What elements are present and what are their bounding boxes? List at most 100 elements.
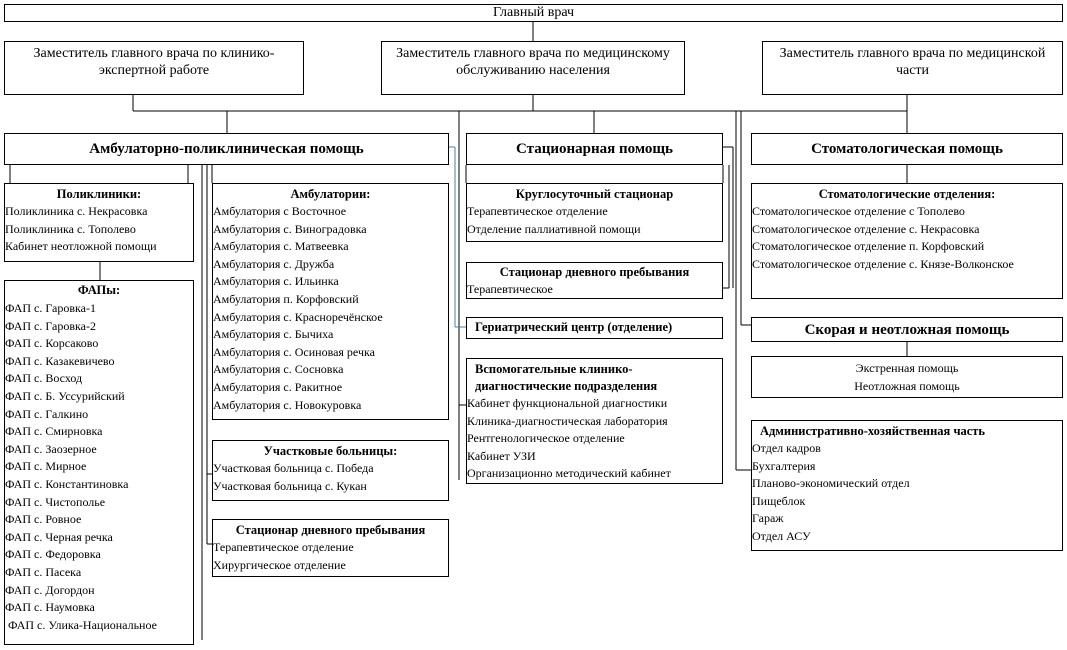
dental-depts-list: Стоматологическое отделение с Тополево С… xyxy=(752,203,1062,273)
deputy-box-service: Заместитель главного врача по медицинско… xyxy=(381,41,685,95)
list-item: ФАП с. Константиновка xyxy=(5,476,129,491)
section-ambulatory-title: Амбулаторно-поликлиническая помощь xyxy=(89,141,364,157)
list-item: Гараж xyxy=(752,511,784,526)
faps-list: ФАП с. Гаровка-1 ФАП с. Гаровка-2 ФАП с.… xyxy=(5,299,193,634)
list-item: Стоматологическое отделение с. Князе-Вол… xyxy=(752,256,1014,271)
section-hospital: Стационарная помощь xyxy=(466,133,723,165)
admin-box: Административно-хозяйственная часть Отде… xyxy=(751,420,1063,551)
list-item: Кабинет неотложной помощи xyxy=(5,239,157,254)
list-item: Поликлиника с. Некрасовка xyxy=(5,204,148,218)
list-item: Участковая больница с. Победа xyxy=(213,461,374,475)
day-stay-ambulatory-list: Терапевтическое отделение Хирургическое … xyxy=(213,539,448,574)
chief-box: Главный врач xyxy=(4,4,1063,22)
list-item: ФАП с. Гаровка-2 xyxy=(5,318,96,333)
faps-box: ФАПы: ФАП с. Гаровка-1 ФАП с. Гаровка-2 … xyxy=(4,280,194,645)
list-item: ФАП с. Галкино xyxy=(5,406,89,421)
day-stay-ambulatory-box: Стационар дневного пребывания Терапевтич… xyxy=(212,519,449,577)
list-item: Амбулатория с. Ракитное xyxy=(213,379,343,394)
list-item: Амбулатория с. Дружба xyxy=(213,256,335,271)
list-item: Амбулатория с. Красноречёнское xyxy=(213,309,383,324)
list-item: ФАП с. Б. Уссурийский xyxy=(5,388,125,403)
list-item: Экстренная помощь xyxy=(855,361,959,375)
chief-title: Главный врач xyxy=(492,5,575,20)
day-stay-hospital-box: Стационар дневного пребывания Терапевтич… xyxy=(466,262,723,299)
ambulatories-list: Амбулатория с Восточное Амбулатория с. В… xyxy=(213,203,448,414)
day-stay-ambulatory-title: Стационар дневного пребывания xyxy=(235,523,426,537)
list-item: Амбулатория п. Корфовский xyxy=(213,291,359,306)
section-hospital-title: Стационарная помощь xyxy=(516,141,673,157)
deputy-clinical-title: Заместитель главного врача по клинико-эк… xyxy=(33,46,275,78)
list-item: Отдел кадров xyxy=(752,441,821,455)
list-item: ФАП с. Восход xyxy=(5,371,83,386)
day-stay-hospital-title: Стационар дневного пребывания xyxy=(499,265,690,279)
list-item: Пищеблок xyxy=(752,493,806,508)
list-item: ФАП с. Пасека xyxy=(5,564,82,579)
list-item: ФАП с. Ровное xyxy=(5,512,82,527)
list-item: Амбулатория с. Виноградовка xyxy=(213,221,367,236)
round-clock-title: Круглосуточный стационар xyxy=(515,187,674,201)
deputy-service-title: Заместитель главного врача по медицинско… xyxy=(396,46,670,78)
faps-title: ФАПы: xyxy=(77,283,121,297)
list-item: ФАП с. Заозерное xyxy=(5,441,97,456)
list-item: ФАП с. Улика-Национальное xyxy=(8,617,157,632)
list-item: Рентгенологическое отделение xyxy=(467,431,625,446)
list-item: Бухгалтерия xyxy=(752,458,816,473)
deputy-medical-title: Заместитель главного врача по медицинско… xyxy=(779,46,1046,78)
list-item: Амбулатория с. Матвеевка xyxy=(213,239,349,254)
list-item: Терапевтическое отделение xyxy=(213,540,354,554)
section-dental: Стоматологическая помощь xyxy=(751,133,1063,165)
list-item: Клиника-диагностическая лаборатория xyxy=(467,413,668,428)
list-item: ФАП с. Мирное xyxy=(5,459,87,474)
polyclinics-box: Поликлиники: Поликлиника с. Некрасовка П… xyxy=(4,183,194,262)
list-item: Стоматологическое отделение п. Корфовски… xyxy=(752,239,985,254)
list-item: ФАП с. Корсаково xyxy=(5,336,99,351)
deputy-box-medical: Заместитель главного врача по медицинско… xyxy=(762,41,1063,95)
list-item: ФАП с. Чистополье xyxy=(5,494,106,509)
list-item: Хирургическое отделение xyxy=(213,557,346,572)
list-item: Кабинет УЗИ xyxy=(467,448,536,463)
round-clock-list: Терапевтическое отделение Отделение палл… xyxy=(467,203,722,238)
polyclinics-title: Поликлиники: xyxy=(56,187,142,201)
list-item: ФАП с. Смирновка xyxy=(5,424,103,439)
district-hospitals-title: Участковые больницы: xyxy=(263,444,398,458)
ambulatories-title: Амбулатории: xyxy=(290,187,371,201)
list-item: ФАП с. Черная речка xyxy=(5,529,113,544)
list-item: Амбулатория с. Осиновая речка xyxy=(213,344,375,359)
list-item: ФАП с. Казакевичево xyxy=(5,353,115,368)
geriatric-title: Гериатрический центр (отделение) xyxy=(475,320,673,334)
emergency-box: Экстренная помощь Неотложная помощь xyxy=(751,356,1063,398)
section-ambulatory: Амбулаторно-поликлиническая помощь xyxy=(4,133,449,165)
polyclinics-list: Поликлиника с. Некрасовка Поликлиника с.… xyxy=(5,203,193,256)
section-emergency: Скорая и неотложная помощь xyxy=(751,317,1063,342)
diagnostic-title: Вспомогательные клинико-диагностические … xyxy=(475,362,658,393)
list-item: Терапевтическое xyxy=(467,282,553,296)
list-item: ФАП с. Догордон xyxy=(5,582,95,597)
admin-title: Административно-хозяйственная часть xyxy=(760,424,986,438)
section-emergency-title: Скорая и неотложная помощь xyxy=(804,322,1010,338)
dental-depts-title: Стоматологические отделения: xyxy=(818,187,996,201)
list-item: Планово-экономический отдел xyxy=(752,476,910,491)
list-item: Амбулатория с. Новокуровка xyxy=(213,397,362,412)
district-hospitals-list: Участковая больница с. Победа Участковая… xyxy=(213,460,448,495)
diagnostic-list: Кабинет функциональной диагностики Клини… xyxy=(467,395,722,483)
day-stay-hospital-list: Терапевтическое xyxy=(467,281,722,299)
list-item: Амбулатория с. Ильинка xyxy=(213,274,339,289)
deputy-box-clinical: Заместитель главного врача по клинико-эк… xyxy=(4,41,304,95)
diagnostic-box: Вспомогательные клинико-диагностические … xyxy=(466,358,723,484)
dental-depts-box: Стоматологические отделения: Стоматологи… xyxy=(751,183,1063,299)
section-dental-title: Стоматологическая помощь xyxy=(811,141,1003,157)
list-item: Отделение паллиативной помощи xyxy=(467,221,641,236)
list-item: ФАП с. Гаровка-1 xyxy=(5,301,96,315)
round-clock-box: Круглосуточный стационар Терапевтическое… xyxy=(466,183,723,242)
list-item: Отдел АСУ xyxy=(752,528,811,543)
list-item: Организационно методический кабинет xyxy=(467,466,671,481)
list-item: Амбулатория с Восточное xyxy=(213,204,347,218)
admin-list: Отдел кадров Бухгалтерия Планово-экономи… xyxy=(752,440,1062,546)
list-item: Участковая больница с. Кукан xyxy=(213,478,367,493)
geriatric-box: Гериатрический центр (отделение) xyxy=(466,317,723,339)
list-item: Стоматологическое отделение с. Некрасовк… xyxy=(752,221,980,236)
list-item: Стоматологическое отделение с Тополево xyxy=(752,204,965,218)
ambulatories-box: Амбулатории: Амбулатория с Восточное Амб… xyxy=(212,183,449,420)
